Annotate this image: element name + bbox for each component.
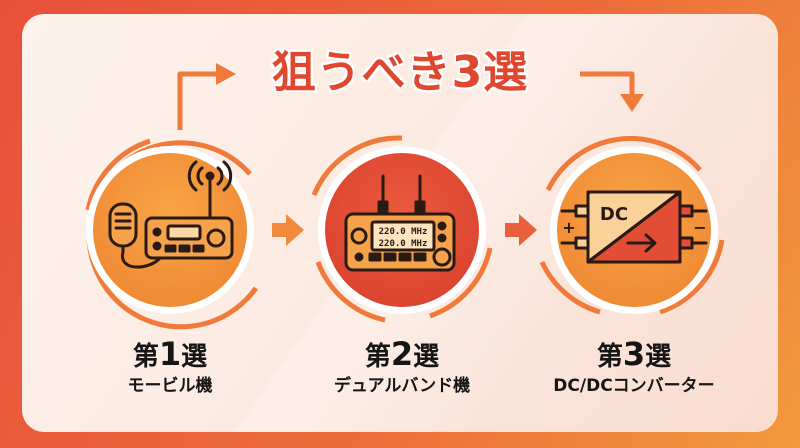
rank-number: 3 <box>622 335 646 373</box>
item-label-1: 第1選 モービル機 <box>50 338 290 399</box>
dc-plus-sign: + <box>562 218 575 237</box>
dc-minus-sign: − <box>693 218 706 237</box>
arrowhead-left <box>216 63 236 85</box>
rank-suffix: 選 <box>181 342 208 372</box>
screen-line-1: 220.0 MHz <box>379 227 428 237</box>
rank-suffix: 選 <box>413 342 440 372</box>
mobile-radio-icon <box>108 160 234 269</box>
item-label-3: 第3選 DC/DCコンバーター <box>514 338 754 399</box>
arrowhead-right <box>620 94 644 112</box>
rank-prefix: 第 <box>596 342 623 372</box>
rank-number: 2 <box>390 335 414 373</box>
flow-arrow-left <box>177 71 218 130</box>
arrow-2-3 <box>505 214 537 246</box>
screen-line-2: 220.0 MHz <box>379 239 428 249</box>
rank-2: 第2選 <box>282 338 522 373</box>
item-label-2: 第2選 デュアルバンド機 <box>282 338 522 399</box>
item-name-2: デュアルバンド機 <box>333 376 471 396</box>
rank-prefix: 第 <box>132 342 159 372</box>
item-name-1: モービル機 <box>127 376 213 396</box>
dc-box-label: DC <box>600 204 628 225</box>
dc-converter-icon <box>560 190 708 264</box>
page-title: 狙うべき3選 <box>271 47 529 98</box>
arrow-1-2 <box>272 214 304 246</box>
rank-suffix: 選 <box>645 342 672 372</box>
dual-band-radio-icon <box>344 174 456 272</box>
flow-arrow-right <box>580 71 635 96</box>
rank-prefix: 第 <box>364 342 391 372</box>
rank-number: 1 <box>158 335 182 373</box>
item-name-3: DC/DCコンバーター <box>553 376 715 396</box>
rank-1: 第1選 <box>50 338 290 373</box>
rank-3: 第3選 <box>514 338 754 373</box>
